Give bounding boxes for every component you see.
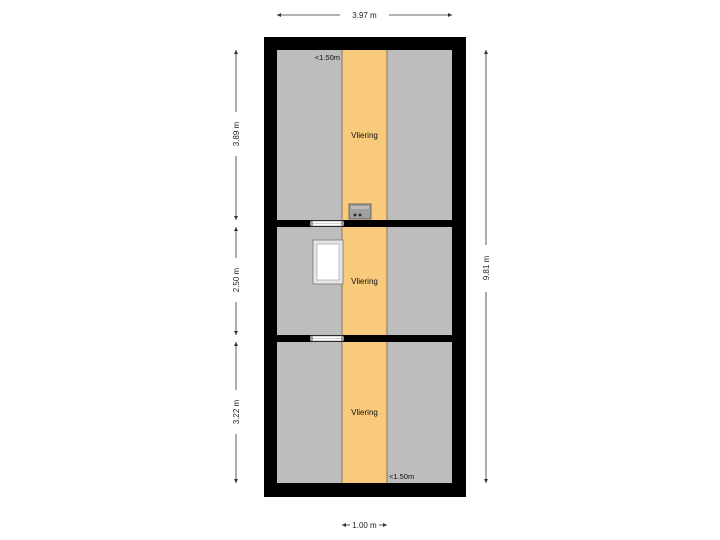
room-middle [342,227,387,335]
interior-wall-1 [277,220,452,227]
dimension-bottom: 1.00 m [342,521,387,530]
room-label-middle: Vliering [351,277,378,286]
height-note-top: <1.50m [315,53,340,62]
room-top [342,50,387,220]
room-label-bottom: Vliering [351,408,378,417]
door-opening-1 [310,220,344,227]
dimension-left-2-label: 2.50 m [232,267,241,292]
dimension-right-label: 9.81 m [482,255,491,280]
height-note-bottom: <1.50m [389,472,414,481]
interior-wall-2 [277,335,452,342]
dimension-left-3: 3.22 m [232,342,241,483]
skylight-icon [312,239,344,285]
room-bottom [342,342,387,483]
room-label-top: Vliering [351,131,378,140]
dimension-top-label: 3.97 m [352,11,377,20]
dimension-left-1: 3.89 m [232,50,241,220]
dimension-left-2: 2.50 m [232,227,241,335]
dimension-left-1-label: 3.89 m [232,121,241,146]
dimension-left-3-label: 3.22 m [232,399,241,424]
door-opening-2 [310,335,344,342]
boiler-icon [348,203,372,220]
dimension-right: 9.81 m [482,50,491,483]
dimension-top: 3.97 m [277,11,452,20]
dimension-bottom-label: 1.00 m [352,521,377,530]
